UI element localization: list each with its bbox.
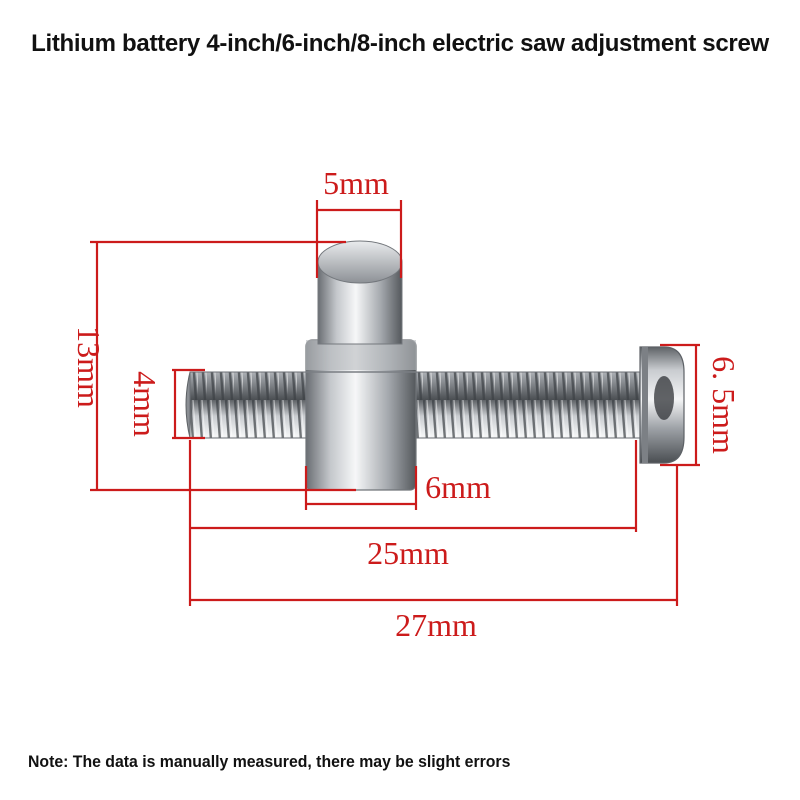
head-diameter-label: 6. 5mm (706, 356, 742, 454)
total-length-label: 27mm (395, 607, 477, 643)
measurement-note: Note: The data is manually measured, the… (28, 752, 511, 771)
nut-width-label: 6mm (425, 469, 491, 505)
thread-diameter-label: 4mm (127, 371, 163, 437)
page-title: Lithium battery 4-inch/6-inch/8-inch ele… (31, 30, 769, 57)
thread-length-label: 25mm (367, 535, 449, 571)
total-height-label: 13mm (71, 326, 107, 408)
dimension-lines (90, 200, 700, 606)
pin-diameter-label: 5mm (323, 165, 389, 201)
screw-illustration (185, 240, 685, 491)
pin-top (317, 240, 403, 284)
threaded-shaft (190, 372, 645, 438)
